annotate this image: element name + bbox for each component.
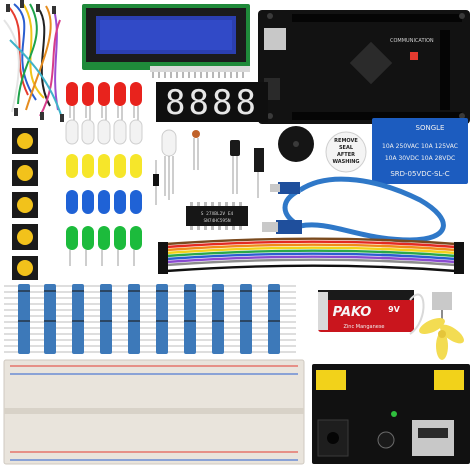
buzzer-with-sticker: REMOVE SEAL AFTER WASHING xyxy=(325,131,367,173)
rgb-led xyxy=(161,129,177,200)
sticker-line2: SEAL xyxy=(339,145,354,151)
dc-motor xyxy=(432,292,452,320)
power-supply-module xyxy=(312,364,470,464)
jumper-wire-bundle xyxy=(3,0,64,122)
active-buzzer xyxy=(278,126,314,162)
board-label: COMMUNICATION xyxy=(390,38,434,44)
relay-brand: SONGLE xyxy=(416,124,445,132)
push-button-column xyxy=(12,128,38,280)
seven-segment-digits: 8888 xyxy=(165,83,259,123)
potentiometer xyxy=(254,148,264,198)
sticker-line1: REMOVE xyxy=(334,138,358,144)
battery-sub: Zinc Manganese xyxy=(343,324,384,330)
photoresistor xyxy=(192,130,200,170)
relay-module: SONGLE 10A 250VAC 10A 125VAC 10A 30VDC 1… xyxy=(372,118,468,184)
relay-line1: 10A 250VAC 10A 125VAC xyxy=(382,143,458,150)
diode xyxy=(153,160,159,205)
resistor-array xyxy=(4,284,296,354)
microcontroller-board: COMMUNICATION xyxy=(258,10,470,124)
battery-9v: PAKO 9V Zinc Manganese xyxy=(318,290,425,335)
fan-propeller xyxy=(419,317,464,360)
led-yellow-row xyxy=(66,154,142,178)
ic-line2: SN74HC595N xyxy=(203,218,230,224)
led-blue-row xyxy=(66,190,142,214)
led-red-row xyxy=(66,82,142,120)
capacitor xyxy=(230,140,240,194)
ic-line1: S 27XBL2V E4 xyxy=(201,211,234,217)
usb-cable xyxy=(262,176,446,243)
led-white-row xyxy=(65,119,143,145)
battery-brand: PAKO xyxy=(333,305,372,320)
lcd-module xyxy=(82,4,250,78)
sticker-line4: WASHING xyxy=(332,159,359,165)
shift-register-ic: S 27XBL2V E4 SN74HC595N xyxy=(186,202,248,230)
battery-voltage: 9V xyxy=(388,305,401,314)
relay-model: SRD-05VDC-SL-C xyxy=(390,170,449,178)
relay-line2: 10A 30VDC 10A 28VDC xyxy=(385,155,455,162)
seven-segment-display: 8888 xyxy=(156,82,268,123)
breadboard xyxy=(3,359,305,465)
sticker-line3: AFTER xyxy=(337,152,355,158)
rainbow-ribbon-cable xyxy=(158,237,464,274)
led-green-row xyxy=(66,226,142,266)
